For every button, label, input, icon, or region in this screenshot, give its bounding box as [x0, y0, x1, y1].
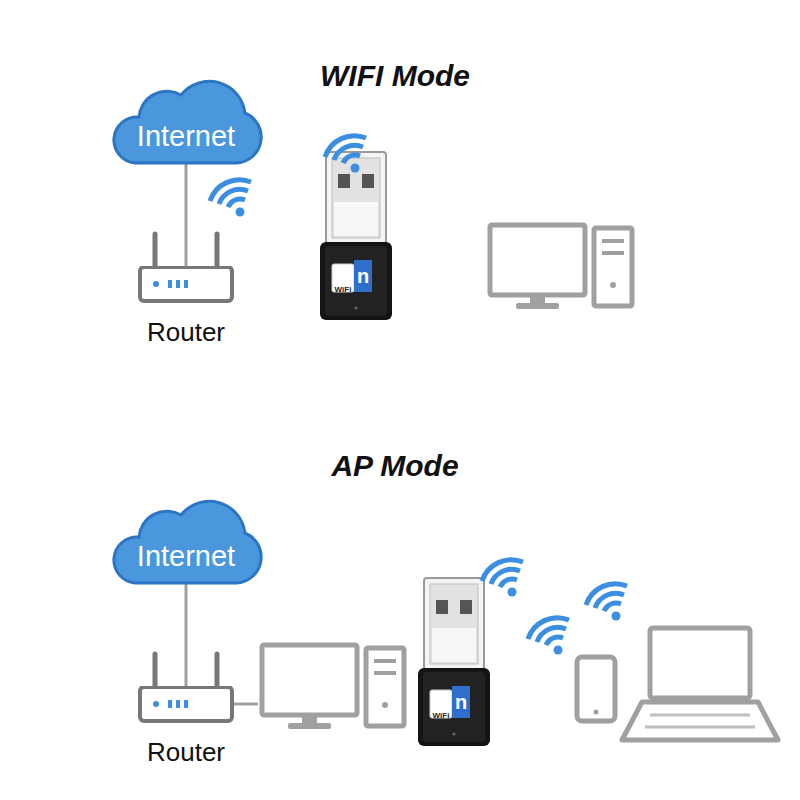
- laptop-keys: [645, 715, 755, 727]
- wifi-signal: [482, 560, 523, 597]
- mode-heading: WIFI Mode: [320, 61, 470, 91]
- mode-heading: AP Mode: [331, 451, 458, 481]
- adapter-logo-text: n: [455, 692, 467, 712]
- wifi-signal: [210, 180, 251, 217]
- wifi-signal: [325, 136, 366, 173]
- laptop-keyboard: [622, 702, 778, 740]
- cloud-label: Internet: [137, 540, 235, 573]
- internet-cloud: Internet: [105, 75, 267, 167]
- laptop-screen: [650, 628, 750, 698]
- cloud-label: Internet: [137, 120, 235, 153]
- smartphone: [577, 657, 615, 721]
- wifi-signal: [528, 618, 569, 655]
- desktop-computer: [262, 645, 404, 729]
- ethernet-cable: [233, 703, 258, 706]
- wifi-signal: [586, 584, 627, 621]
- router-node: Router: [126, 266, 246, 348]
- desktop-computer: [490, 225, 632, 309]
- adapter-logo-text: WiFi: [433, 712, 450, 720]
- usb-wifi-adapter: [418, 578, 490, 746]
- network-cable: [185, 163, 188, 266]
- internet-cloud: Internet: [105, 495, 267, 587]
- smartphone-button: [594, 710, 599, 715]
- network-cable: [185, 583, 188, 686]
- router-node: Router: [126, 686, 246, 768]
- adapter-logo-text: WiFi: [335, 286, 352, 294]
- adapter-logo-text: n: [357, 266, 369, 286]
- usb-wifi-adapter: [320, 152, 392, 320]
- router-label: Router: [147, 737, 225, 768]
- router-label: Router: [147, 317, 225, 348]
